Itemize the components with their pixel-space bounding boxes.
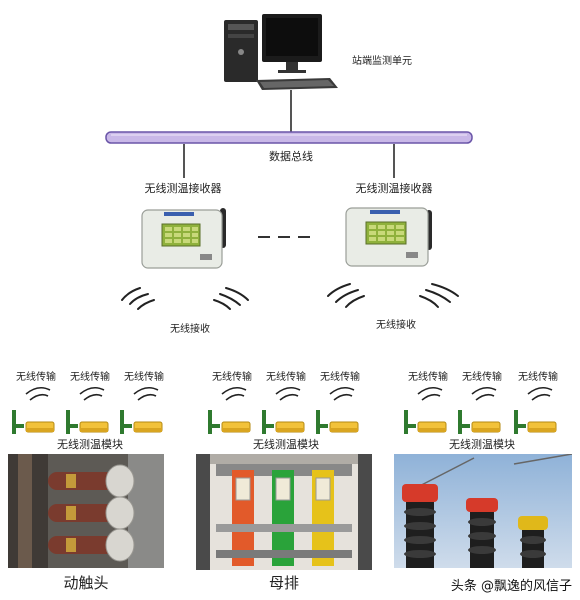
- computer-bus-connector: [290, 90, 292, 132]
- wireless-receive-label-left: 无线接收: [170, 324, 210, 335]
- wireless-receive-label-right: 无线接收: [376, 320, 416, 331]
- module-label: 无线测温模块: [253, 438, 319, 451]
- receiver-device-icon: [345, 207, 432, 267]
- transmit-label: 无线传输: [70, 372, 110, 383]
- receiver-ellipsis-dashes: [258, 236, 312, 238]
- wireless-signal-icon: [327, 283, 459, 308]
- module-label: 无线测温模块: [57, 438, 123, 451]
- sensor-module-row: [11, 386, 163, 435]
- computer-icon: [224, 14, 338, 90]
- bus-receiver-connector-left: [183, 144, 185, 178]
- module-label: 无线测温模块: [449, 438, 515, 451]
- receiver-device-icon: [141, 208, 226, 269]
- sensor-module-row: [403, 386, 557, 435]
- transmit-label: 无线传输: [266, 372, 306, 383]
- transmit-label: 无线传输: [320, 372, 360, 383]
- receiver-label-right: 无线测温接收器: [355, 182, 433, 195]
- transmit-label: 无线传输: [408, 372, 448, 383]
- station-unit-label: 站端监测单元: [352, 56, 412, 67]
- bus-receiver-connector-right: [393, 144, 395, 178]
- busbar-photo: [196, 454, 372, 570]
- receiver-label-left: 无线测温接收器: [144, 182, 222, 195]
- transmit-label: 无线传输: [124, 372, 164, 383]
- insulator-photo: [394, 454, 572, 568]
- watermark: 头条 @飘逸的风信子: [450, 579, 572, 594]
- transmit-label: 无线传输: [16, 372, 56, 383]
- transmit-label: 无线传输: [212, 372, 252, 383]
- sensor-module-row: [207, 386, 359, 435]
- transmit-label: 无线传输: [518, 372, 558, 383]
- photo-caption: 母排: [268, 574, 300, 592]
- photo-caption: 动触头: [63, 574, 109, 592]
- moving-contact-photo: [8, 454, 164, 568]
- transmit-label: 无线传输: [462, 372, 502, 383]
- data-bus: [105, 131, 473, 144]
- wireless-signal-icon: [121, 287, 249, 310]
- bus-label: 数据总线: [269, 150, 313, 163]
